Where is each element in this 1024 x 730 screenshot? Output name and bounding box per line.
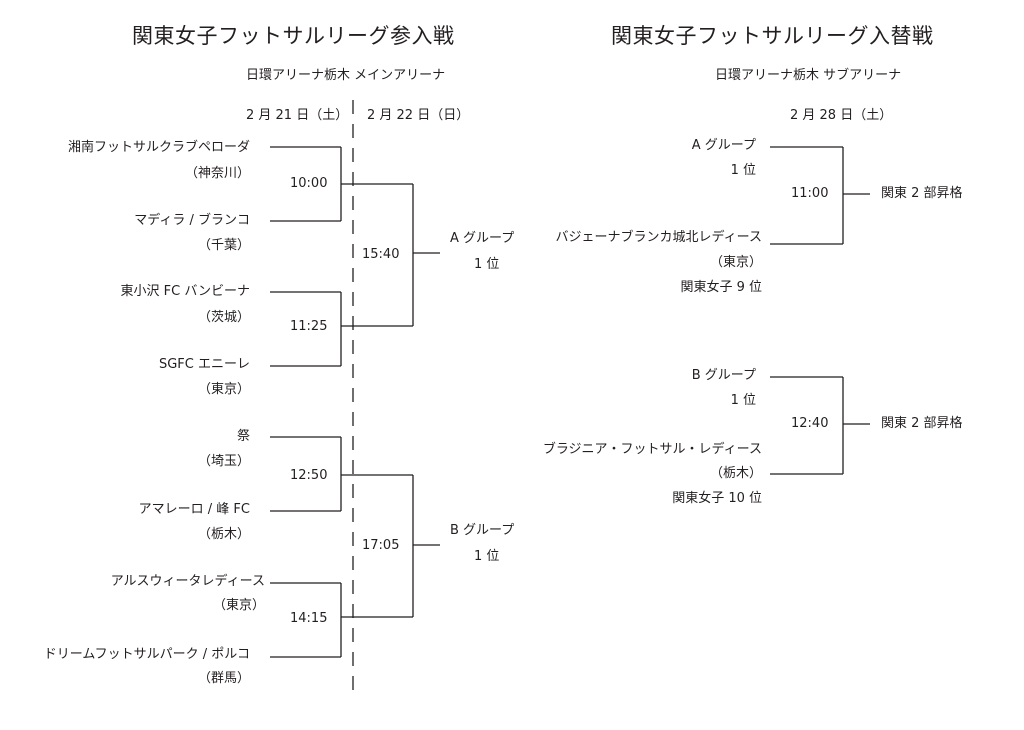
final-time: 15:40 [362,247,400,262]
match-time: 12:50 [290,468,328,483]
right-date: 2 月 28 日（土） [790,108,893,123]
group-winner-rank: 1 位 [730,393,756,408]
team-prefecture: （群馬） [197,671,250,686]
team-prefecture: （茨城） [197,310,250,325]
team-prefecture: （東京） [197,382,250,397]
group-winner-rank: 1 位 [474,549,500,564]
team-prefecture: （千葉） [197,238,250,253]
final-time: 17:05 [362,538,400,553]
group-winner-label: B グループ [450,523,515,538]
group-winner-label: B グループ [691,368,756,383]
team-prefecture: （埼玉） [197,454,250,469]
team-league-rank: 関東女子 10 位 [672,491,762,506]
match-time: 11:00 [791,186,829,201]
group-winner-rank: 1 位 [474,257,500,272]
match-time: 10:00 [290,176,328,191]
left-venue: 日環アリーナ栃木 メインアリーナ [246,68,446,83]
left-day2-date: 2 月 22 日（日） [367,108,470,123]
team-name: 東小沢 FC バンビーナ [120,284,250,299]
match-time: 11:25 [290,319,328,334]
team-prefecture: （栃木） [197,527,250,542]
team-name: ブラジニア・フットサル・レディース [542,442,762,457]
team-prefecture: （栃木） [709,466,762,481]
team-prefecture: （東京） [212,598,265,613]
team-name: 祭 [236,429,250,444]
team-name: アマレーロ / 峰 FC [138,502,250,517]
team-name: アルスウィータレディース [110,574,265,589]
left-title: 関東女子フットサルリーグ参入戦 [132,24,455,48]
right-title: 関東女子フットサルリーグ入替戦 [611,24,934,48]
group-winner-rank: 1 位 [730,163,756,178]
group-winner-label: A グループ [691,138,756,153]
right-venue: 日環アリーナ栃木 サブアリーナ [715,68,902,83]
team-name: ドリームフットサルパーク / ポルコ [43,647,250,662]
team-prefecture: （神奈川） [184,166,250,181]
match-result-label: 関東 2 部昇格 [881,416,963,431]
group-winner-label: A グループ [450,231,515,246]
team-name: マディラ / ブランコ [134,213,250,228]
match-result-label: 関東 2 部昇格 [881,186,963,201]
team-name: SGFC エニーレ [158,357,250,372]
team-prefecture: （東京） [709,255,762,270]
left-day1-date: 2 月 21 日（土） [246,108,349,123]
match-time: 14:15 [290,611,328,626]
team-name: 湘南フットサルクラブペローダ [67,140,250,155]
match-time: 12:40 [791,416,829,431]
team-name: バジェーナブランカ城北レディース [555,230,762,245]
team-league-rank: 関東女子 9 位 [680,280,762,295]
